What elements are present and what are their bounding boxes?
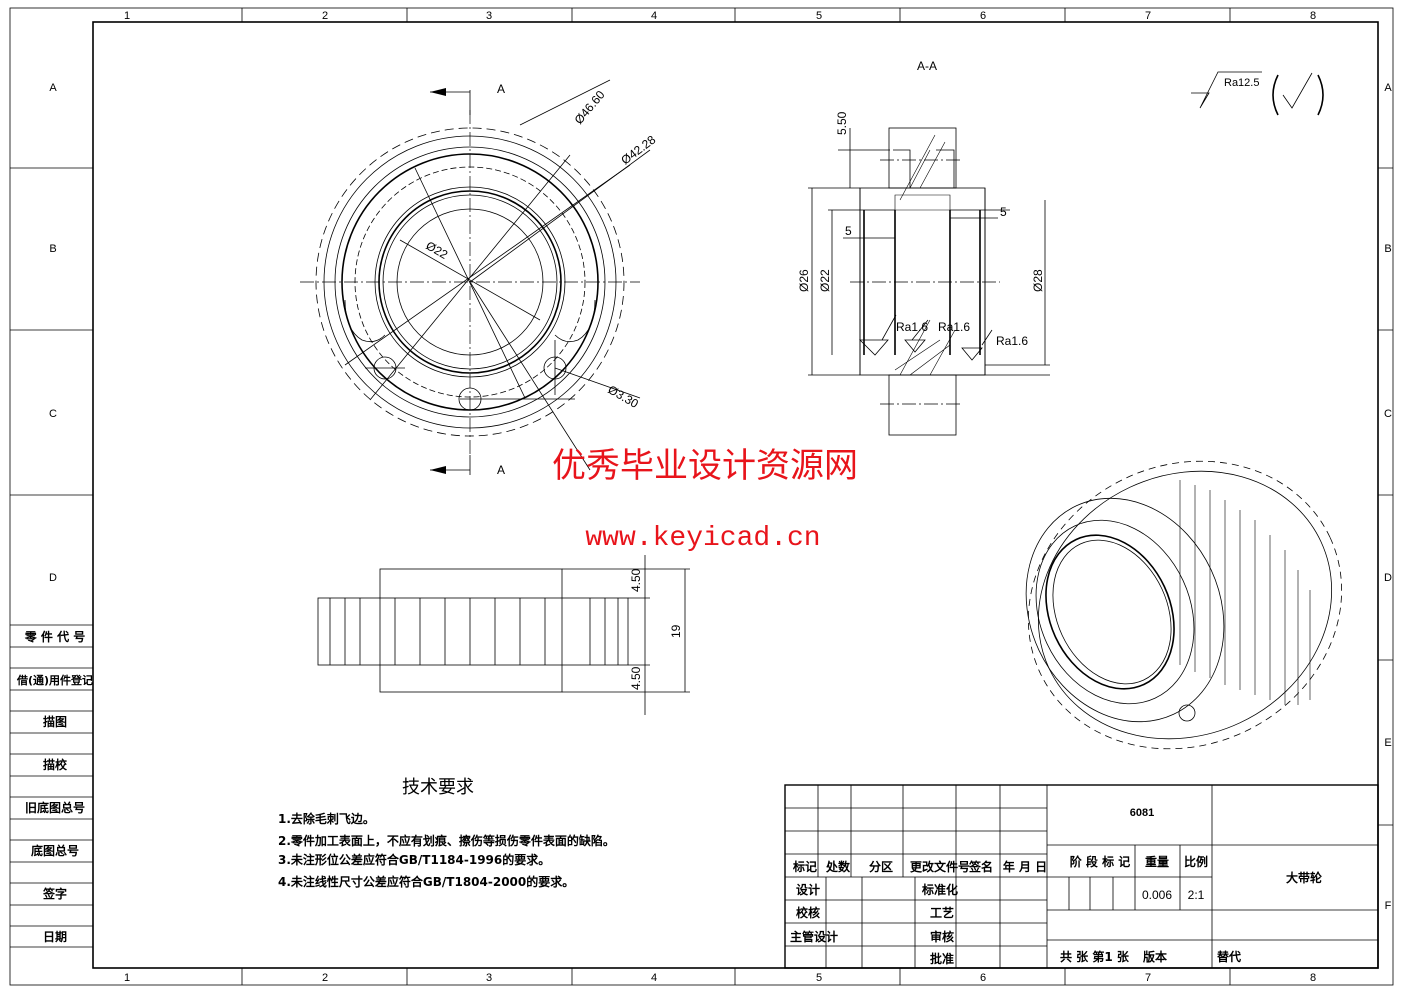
dim-outer-diameter: Ø46.60	[572, 88, 608, 127]
zone-col-1: 1	[124, 10, 130, 22]
stage-label: 阶 段 标 记	[1070, 854, 1131, 869]
side-label-base-no: 底图总号	[31, 843, 79, 858]
dim-side-bottom: 4.50	[629, 666, 643, 690]
inner-border	[92, 21, 1379, 969]
zone-col-4-bottom: 4	[651, 972, 657, 984]
dim-pitch-diameter: Ø42.28	[618, 132, 658, 167]
zone-col-8-bottom: 8	[1310, 972, 1316, 984]
watermark-url: www.keyicad.cn	[585, 523, 820, 554]
general-roughness-value: Ra12.5	[1224, 77, 1259, 89]
zone-row-e-right: E	[1384, 737, 1391, 749]
zone-row-d: D	[49, 572, 57, 584]
outer-border	[9, 7, 1394, 986]
isometric-view	[1025, 460, 1343, 750]
zone-col-7-bottom: 7	[1145, 972, 1151, 984]
dim-hub-right: 5	[1000, 205, 1007, 219]
zone-col-6: 6	[980, 10, 986, 22]
watermark-name: 优秀毕业设计资源网	[552, 446, 858, 486]
role-chief-design: 主管设计	[790, 929, 838, 944]
zone-row-a: A	[49, 82, 57, 94]
roughness-mark-2: Ra1.6	[938, 320, 970, 334]
zone-col-8: 8	[1310, 10, 1316, 22]
dim-section-d22: Ø22	[818, 269, 832, 292]
roughness-mark-1: Ra1.6	[896, 320, 928, 334]
sheet-info: 共 张 第1 张	[1060, 949, 1130, 964]
weight-value: 0.006	[1142, 888, 1172, 902]
side-label-trace-check: 描校	[43, 757, 68, 772]
side-label-trace: 描图	[43, 714, 67, 729]
role-process: 工艺	[930, 905, 954, 920]
section-marker-top: A	[497, 82, 505, 96]
replace-label: 替代	[1217, 949, 1241, 964]
zone-row-b-right: B	[1384, 243, 1391, 255]
zone-col-5-bottom: 5	[816, 972, 822, 984]
zone-col-5: 5	[816, 10, 822, 22]
side-label-date: 日期	[43, 929, 67, 944]
zone-dividers	[10, 8, 1393, 985]
roughness-mark-3: Ra1.6	[996, 334, 1028, 348]
zone-row-c-right: C	[1384, 408, 1392, 420]
zone-col-1-bottom: 1	[124, 972, 130, 984]
side-table-lines	[10, 646, 93, 948]
tech-req-item-1: 1.去除毛刺飞边。	[278, 811, 375, 826]
role-standardization: 标准化	[921, 882, 958, 897]
zone-row-a-right: A	[1384, 82, 1392, 94]
dim-side-top: 4.50	[629, 568, 643, 592]
role-design: 设计	[796, 882, 820, 897]
role-check: 校核	[796, 905, 820, 920]
material-code: 6081	[1130, 807, 1154, 819]
header-count: 处数	[825, 859, 851, 874]
dim-hole-diameter: Ø3.30	[606, 382, 642, 411]
header-sign: 签名	[968, 859, 993, 874]
side-label-signature: 签字	[42, 886, 67, 901]
dim-section-d28: Ø28	[1031, 269, 1045, 292]
dim-section-d26: Ø26	[797, 269, 811, 292]
zone-row-d-right: D	[1384, 572, 1392, 584]
zone-col-6-bottom: 6	[980, 972, 986, 984]
side-label-borrow-reg: 借(通)用件登记	[16, 673, 93, 687]
section-title: A-A	[917, 59, 937, 73]
dim-hub-left: 5	[845, 224, 852, 238]
zone-row-c: C	[49, 408, 57, 420]
part-name: 大带轮	[1286, 870, 1323, 885]
weight-label: 重量	[1145, 854, 1169, 869]
side-view	[317, 555, 690, 715]
tech-req-item-4: 4.未注线性尺寸公差应符合GB/T1804-2000的要求。	[278, 874, 574, 889]
general-roughness-symbol	[1191, 71, 1324, 116]
zone-col-3-bottom: 3	[486, 972, 492, 984]
zone-row-f-right: F	[1385, 900, 1392, 912]
dim-side-total: 19	[669, 624, 683, 638]
section-marker-bottom: A	[497, 463, 505, 477]
role-review: 审核	[930, 929, 954, 944]
zone-col-7: 7	[1145, 10, 1151, 22]
tech-requirements: 技术要求 1.去除毛刺飞边。 2.零件加工表面上，不应有划痕、擦伤等损伤零件表面…	[278, 777, 615, 889]
role-approve: 批准	[930, 951, 954, 966]
tech-req-item-3: 3.未注形位公差应符合GB/T1184-1996的要求。	[278, 852, 550, 867]
zone-col-4: 4	[651, 10, 657, 22]
side-label-part-code: 零 件 代 号	[24, 629, 86, 644]
tech-req-title: 技术要求	[402, 777, 474, 798]
scale-label: 比例	[1184, 854, 1208, 869]
scale-value: 2:1	[1188, 888, 1205, 902]
front-view	[300, 79, 651, 475]
zone-col-2-bottom: 2	[322, 972, 328, 984]
header-mark: 标记	[792, 859, 817, 874]
zone-row-b: B	[49, 243, 56, 255]
dim-tooth-width: 5.50	[835, 111, 849, 135]
dim-bore-diameter: Ø22	[424, 238, 451, 262]
tech-req-item-2: 2.零件加工表面上，不应有划痕、擦伤等损伤零件表面的缺陷。	[278, 833, 615, 848]
zone-col-3: 3	[486, 10, 492, 22]
header-change-doc: 更改文件号	[910, 859, 970, 874]
version-label: 版本	[1143, 949, 1167, 964]
title-block	[784, 784, 1379, 969]
section-view	[808, 127, 1050, 436]
header-date: 年 月 日	[1003, 859, 1047, 874]
header-zone: 分区	[869, 859, 893, 874]
zone-col-2: 2	[322, 10, 328, 22]
side-label-old-base-no: 旧底图总号	[25, 800, 85, 815]
